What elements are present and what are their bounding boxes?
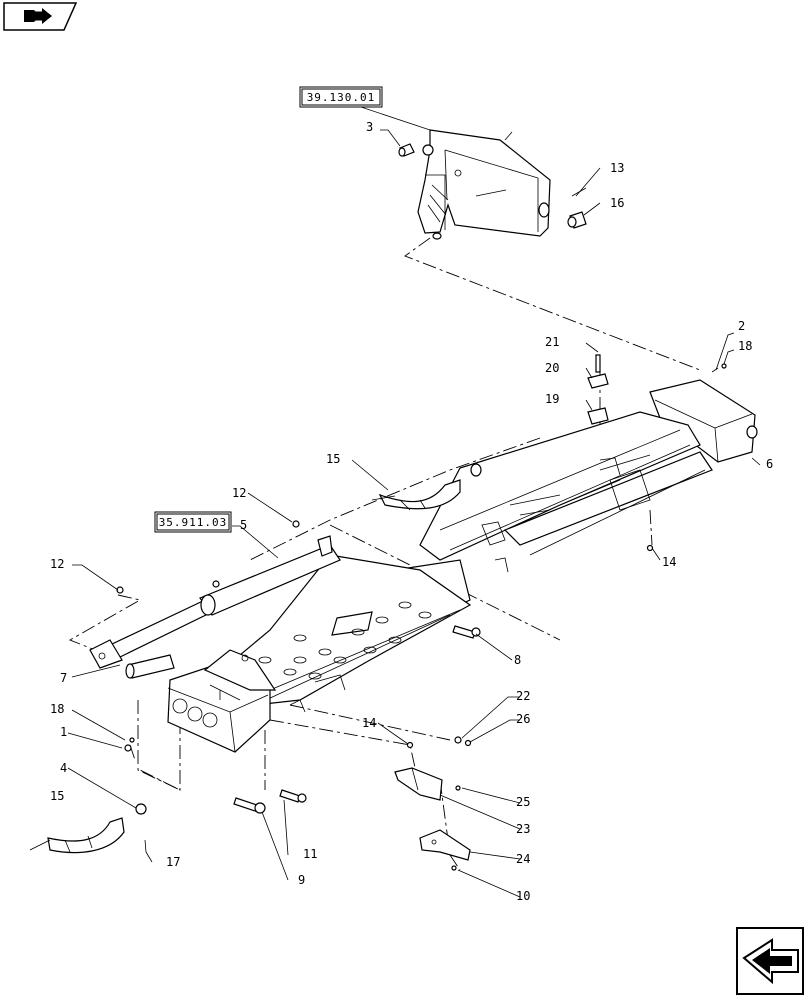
assembly-center-lines xyxy=(68,237,701,871)
bolt-part-10 xyxy=(451,865,457,871)
reference-box-35-911-03[interactable]: 35.911.03 xyxy=(154,511,232,533)
callout-7: 7 xyxy=(60,671,67,685)
hose-part-15-top xyxy=(371,463,482,511)
bolt-part-21 xyxy=(595,354,601,373)
washer-part-22 xyxy=(454,736,462,744)
callout-11: 11 xyxy=(303,847,317,861)
callout-19: 19 xyxy=(545,392,559,406)
main-frame xyxy=(167,379,758,753)
bracket-part-23 xyxy=(394,767,443,801)
leader-lines xyxy=(67,104,761,898)
bolt-part-8 xyxy=(452,625,476,639)
pin-part-7 xyxy=(125,654,175,679)
callout-14-right: 14 xyxy=(662,555,676,569)
fitting-part-18 xyxy=(129,737,135,743)
callout-13: 13 xyxy=(610,161,624,175)
bolt-part-11 xyxy=(279,789,301,803)
callout-15-top: 15 xyxy=(326,452,340,466)
callout-12-top: 12 xyxy=(232,486,246,500)
callout-20: 20 xyxy=(545,361,559,375)
callout-16: 16 xyxy=(610,196,624,210)
plate-holes xyxy=(258,601,432,680)
callout-2: 2 xyxy=(738,319,745,333)
callout-3: 3 xyxy=(366,120,373,134)
bolt-part-25 xyxy=(455,785,461,791)
fitting-part-18b xyxy=(721,363,727,369)
callout-15-bottom: 15 xyxy=(50,789,64,803)
callout-21: 21 xyxy=(545,335,559,349)
pin-part-16 xyxy=(567,211,587,229)
callout-24: 24 xyxy=(516,852,530,866)
svg-text:39.130.01: 39.130.01 xyxy=(307,91,376,104)
nut-part-14 xyxy=(406,741,414,749)
book-arrow-icon[interactable] xyxy=(3,2,78,31)
small-pin-top xyxy=(504,131,513,141)
pin-part-2 xyxy=(711,367,719,373)
plate-part-19 xyxy=(587,407,609,425)
plate-part-20 xyxy=(587,373,609,389)
callout-18-top: 18 xyxy=(738,339,752,353)
callout-6: 6 xyxy=(766,457,773,471)
callout-26: 26 xyxy=(516,712,530,726)
callout-5: 5 xyxy=(240,518,247,532)
callout-25: 25 xyxy=(516,795,530,809)
callout-9: 9 xyxy=(298,873,305,887)
callout-10: 10 xyxy=(516,889,530,903)
callout-labels: 3 13 16 2 18 21 20 19 6 15 12 5 12 14 8 … xyxy=(50,120,773,903)
nut-part-14b xyxy=(646,544,654,552)
hydraulic-cylinder xyxy=(89,535,341,669)
bracket-part-24 xyxy=(419,829,471,861)
callout-12-left: 12 xyxy=(50,557,64,571)
callout-18-left: 18 xyxy=(50,702,64,716)
callout-22: 22 xyxy=(516,689,530,703)
return-arrow-icon[interactable] xyxy=(736,927,804,995)
callout-14-left: 14 xyxy=(362,716,376,730)
small-hardware xyxy=(116,354,727,871)
callout-1: 1 xyxy=(60,725,67,739)
pin-part-17 xyxy=(144,839,147,853)
nut-part-12b xyxy=(116,586,124,594)
svg-text:35.911.03: 35.911.03 xyxy=(159,516,228,529)
callout-8: 8 xyxy=(514,653,521,667)
callout-23: 23 xyxy=(516,822,530,836)
callout-4: 4 xyxy=(60,761,67,775)
reference-box-39-130-01[interactable]: 39.130.01 xyxy=(299,86,383,108)
bolt-part-1 xyxy=(124,744,132,752)
washer-part-26 xyxy=(464,739,472,747)
washer-part-4 xyxy=(135,803,147,815)
hose-part-15-bottom xyxy=(29,817,125,854)
pin-part-3 xyxy=(398,143,415,157)
top-bracket-assembly xyxy=(417,129,551,240)
nut-part-12 xyxy=(292,520,300,528)
callout-17: 17 xyxy=(166,855,180,869)
